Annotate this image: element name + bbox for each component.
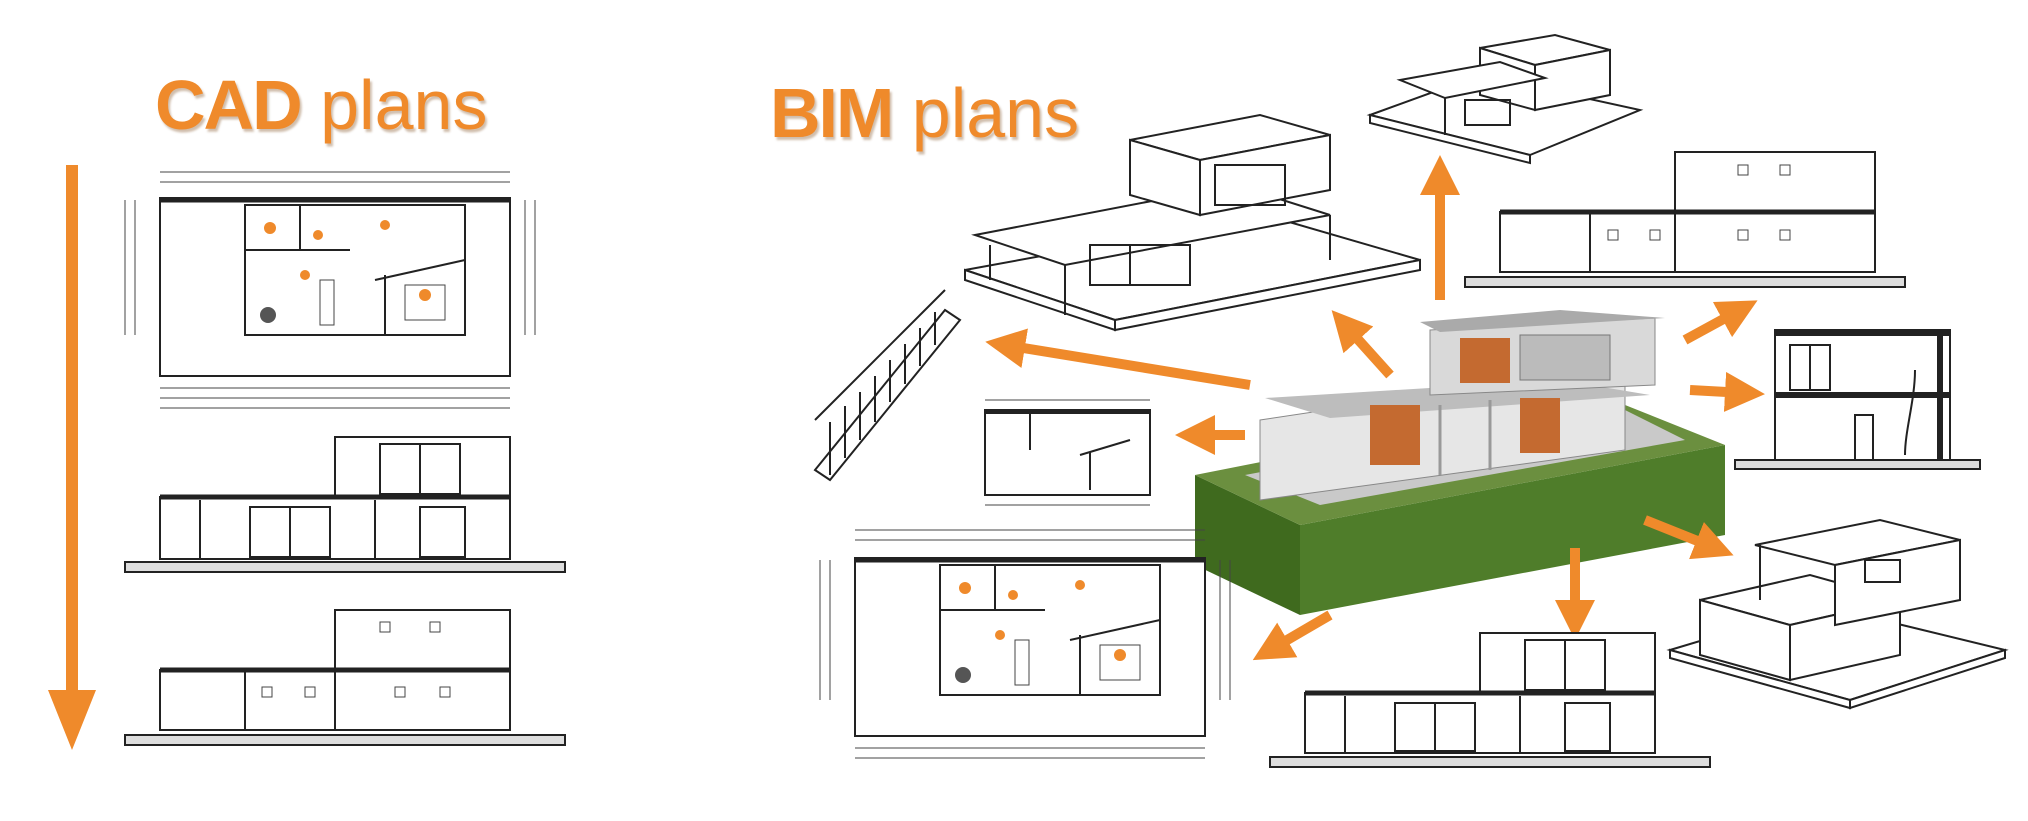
bim-radiating-arrows xyxy=(985,155,1765,661)
bim-section-view xyxy=(1734,329,1981,470)
cad-plans-title: CAD plans xyxy=(155,70,487,140)
arrow-down-left xyxy=(1252,610,1333,661)
cad-title-bold: CAD xyxy=(155,66,303,144)
bim-title-bold: BIM xyxy=(770,74,894,152)
arrow-down-right xyxy=(1643,515,1734,560)
bim-staircase-view xyxy=(813,289,962,482)
bim-isometric-view-left xyxy=(964,113,1421,332)
bim-elevation-side xyxy=(1464,151,1906,288)
bim-partial-plan xyxy=(984,399,1151,506)
bim-floor-plan xyxy=(819,529,1231,759)
bim-plans-title: BIM plans xyxy=(770,78,1079,148)
bim-3d-model xyxy=(1195,310,1725,615)
cad-floor-plan xyxy=(124,171,536,409)
bim-isometric-view-top xyxy=(1366,33,1644,165)
bim-isometric-view-bottom-right xyxy=(1666,518,2009,710)
arrow-up-left xyxy=(1331,310,1394,379)
cad-sequence-arrow xyxy=(48,165,96,750)
cad-title-rest: plans xyxy=(300,66,488,144)
cad-elevation-front xyxy=(124,436,566,573)
bim-title-rest: plans xyxy=(892,74,1080,152)
arrow-left-stair xyxy=(985,328,1251,390)
arrow-right xyxy=(1689,371,1765,412)
cad-elevation-side xyxy=(124,609,566,746)
arrow-up-right xyxy=(1682,300,1758,345)
bim-elevation-front xyxy=(1269,632,1711,768)
